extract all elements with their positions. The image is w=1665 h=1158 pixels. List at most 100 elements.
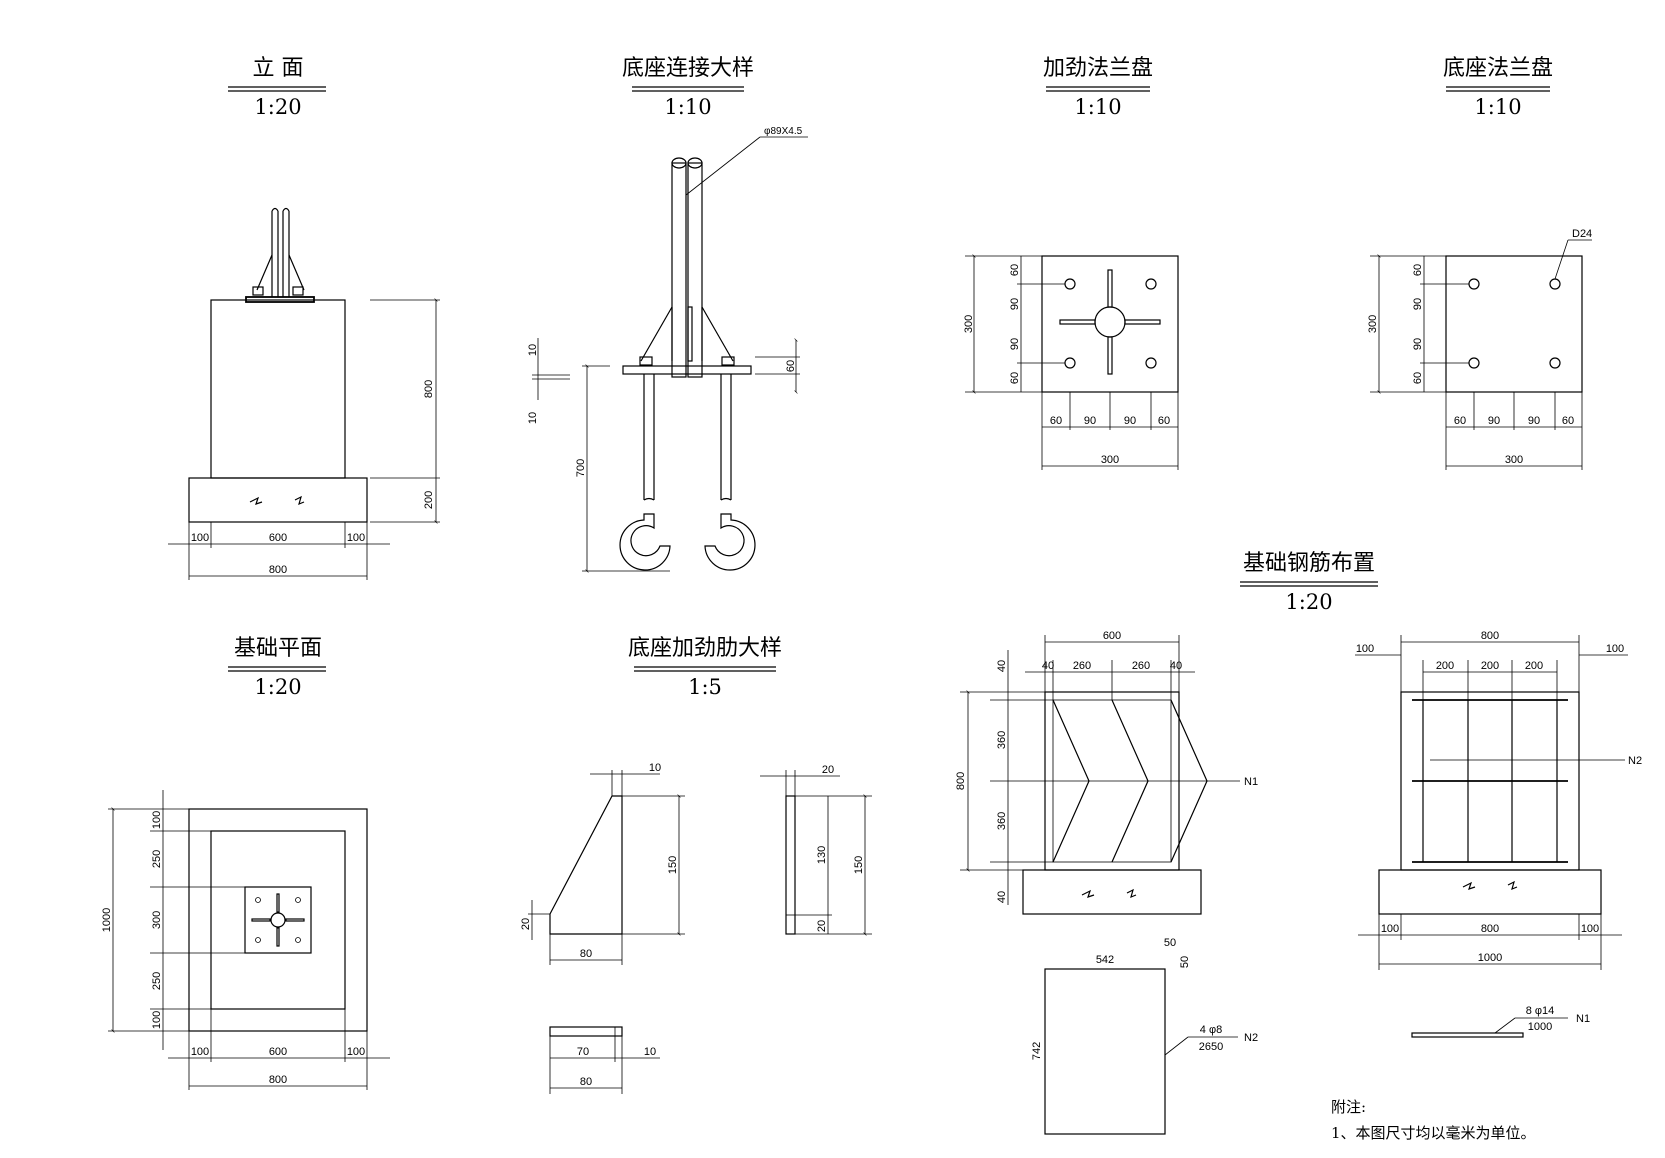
dim-width: 100 xyxy=(191,1046,209,1058)
dim-width: 600 xyxy=(269,532,287,544)
title-connection: 底座连接大样 1:10 xyxy=(622,56,754,119)
dim-label: 70 xyxy=(577,1046,589,1058)
dim-label: 90 xyxy=(1412,298,1424,310)
dim-label: 60 xyxy=(785,360,797,372)
notes: 附注: 1、本图尺寸均以毫米为单位。 xyxy=(1331,1098,1536,1142)
dim-width: 100 xyxy=(191,532,209,544)
title-elevation: 立 面 1:20 xyxy=(228,56,326,119)
dim-label: 40 xyxy=(1042,660,1054,672)
pipe-spec-label: φ89X4.5 xyxy=(764,126,803,137)
dim-total: 800 xyxy=(269,564,287,576)
dim-total: 1000 xyxy=(101,908,113,932)
base-flange-view: D24 60 90 90 60 300 60 90 90 60 300 xyxy=(1367,228,1592,470)
view-title: 底座加劲肋大样 xyxy=(628,636,782,661)
title-stiff-flange: 加劲法兰盘 1:10 xyxy=(1043,56,1153,119)
dim-label: 250 xyxy=(151,972,163,990)
dim-label: 20 xyxy=(520,918,532,930)
title-base-flange: 底座法兰盘 1:10 xyxy=(1443,56,1553,119)
dim-label: 10 xyxy=(644,1046,656,1058)
dim-label: 40 xyxy=(1170,660,1182,672)
dim-total: 300 xyxy=(1505,454,1523,466)
dim-label: 10 xyxy=(649,762,661,774)
dim-width: 100 xyxy=(347,1046,365,1058)
dim-label: 60 xyxy=(1412,264,1424,276)
dim-label: 250 xyxy=(151,850,163,868)
dim-label: 150 xyxy=(853,856,865,874)
dim-width: 600 xyxy=(269,1046,287,1058)
dim-label: 60 xyxy=(1050,415,1062,427)
dim-total: 300 xyxy=(1367,315,1379,333)
title-foundation-plan: 基础平面 1:20 xyxy=(228,636,326,699)
stirrup-width: 542 xyxy=(1096,954,1114,966)
dim-label: 80 xyxy=(580,948,592,960)
dim-label: 150 xyxy=(667,856,679,874)
dim-label: 200 xyxy=(1481,660,1499,672)
view-scale: 1:10 xyxy=(664,95,711,119)
dim-label: 600 xyxy=(1103,630,1121,642)
connection-view: φ89X4.5 10 10 60 700 xyxy=(527,126,808,573)
dim-label: 90 xyxy=(1084,415,1096,427)
dim-label: 90 xyxy=(1528,415,1540,427)
dim-label: 90 xyxy=(1488,415,1500,427)
view-scale: 1:20 xyxy=(1285,590,1332,614)
dim-label: 260 xyxy=(1132,660,1150,672)
view-scale: 1:10 xyxy=(1474,95,1521,119)
view-scale: 1:20 xyxy=(254,95,301,119)
n1-tag: N1 xyxy=(1244,776,1258,788)
dim-label: 100 xyxy=(1356,643,1374,655)
stirrup-length: 2650 xyxy=(1199,1041,1223,1053)
stiff-flange-view: 60 90 90 60 300 60 90 90 60 300 xyxy=(963,254,1179,470)
notes-title: 附注: xyxy=(1331,1098,1366,1116)
dim-label: 200 xyxy=(1436,660,1454,672)
dim-label: 90 xyxy=(1412,338,1424,350)
notes-line: 1、本图尺寸均以毫米为单位。 xyxy=(1331,1124,1536,1142)
stirrup-detail: 542 742 50 50 4 φ8 2650 N2 xyxy=(1031,937,1258,1135)
dim-label: 60 xyxy=(1009,372,1021,384)
dim-label: 20 xyxy=(822,764,834,776)
dim-label: 100 xyxy=(1581,923,1599,935)
dim-label: 60 xyxy=(1158,415,1170,427)
dim-height: 800 xyxy=(423,380,435,398)
bar-tag: N1 xyxy=(1576,1013,1590,1025)
dim-label: 90 xyxy=(1124,415,1136,427)
foundation-plan-view: 100 250 300 250 100 1000 100 600 100 800 xyxy=(101,790,390,1090)
dim-label: 800 xyxy=(1481,630,1499,642)
stirrup-spec: 4 φ8 xyxy=(1200,1024,1222,1036)
dim-label: 10 xyxy=(527,412,539,424)
view-title: 加劲法兰盘 xyxy=(1043,56,1153,81)
elevation-view: 800 200 100 600 100 800 xyxy=(168,207,440,580)
hole-label: D24 xyxy=(1572,228,1592,240)
view-scale: 1:10 xyxy=(1074,95,1121,119)
bar-detail: 8 φ14 1000 N1 xyxy=(1411,1005,1590,1038)
title-rebar: 基础钢筋布置 1:20 xyxy=(1240,551,1378,614)
dim-label: 80 xyxy=(580,1076,592,1088)
view-title: 基础平面 xyxy=(234,636,322,661)
n2-tag: N2 xyxy=(1628,755,1642,767)
view-title: 立 面 xyxy=(253,56,304,81)
dim-label: 60 xyxy=(1562,415,1574,427)
dim-label: 90 xyxy=(1009,298,1021,310)
dim-total: 1000 xyxy=(1478,952,1502,964)
dim-label: 260 xyxy=(1073,660,1091,672)
dim-label: 700 xyxy=(575,459,587,477)
dim-label: 40 xyxy=(996,660,1008,672)
dim-total: 300 xyxy=(1101,454,1119,466)
dim-label: 100 xyxy=(151,1011,163,1029)
dim-height: 200 xyxy=(423,491,435,509)
rib-view: 10 150 20 80 20 130 20 150 70 10 80 xyxy=(520,762,872,1094)
dim-total: 300 xyxy=(963,315,975,333)
view-scale: 1:20 xyxy=(254,675,301,699)
rebar-elevation-view: N1 600 40 260 260 40 40 360 360 40 800 xyxy=(955,630,1258,915)
view-title: 基础钢筋布置 xyxy=(1243,551,1375,576)
dim-label: 20 xyxy=(816,920,828,932)
dim-label: 60 xyxy=(1009,264,1021,276)
view-scale: 1:5 xyxy=(688,675,722,699)
dim-label: 360 xyxy=(996,731,1008,749)
dim-label: 130 xyxy=(816,846,828,864)
dim-label: 300 xyxy=(151,911,163,929)
dim-label: 360 xyxy=(996,812,1008,830)
view-title: 底座连接大样 xyxy=(622,56,754,81)
dim-label: 100 xyxy=(1381,923,1399,935)
stirrup-tag: N2 xyxy=(1244,1032,1258,1044)
dim-label: 10 xyxy=(527,344,539,356)
